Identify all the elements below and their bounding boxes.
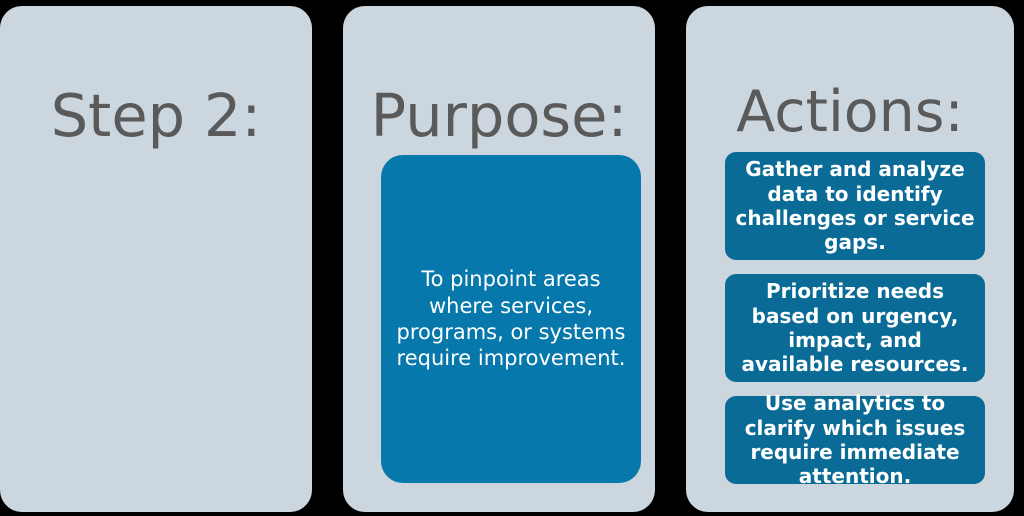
panel-actions: Actions: Gather and analyze data to iden… bbox=[686, 6, 1014, 512]
purpose-card: To pinpoint areas where services, progra… bbox=[381, 155, 641, 483]
action-card-text: Gather and analyze data to identify chal… bbox=[735, 157, 975, 255]
purpose-card-text: To pinpoint areas where services, progra… bbox=[396, 267, 626, 371]
action-card-text: Prioritize needs based on urgency, impac… bbox=[741, 279, 969, 377]
panel-step: Step 2: bbox=[0, 6, 312, 512]
panel-actions-heading: Actions: bbox=[736, 79, 964, 146]
action-card: Gather and analyze data to identify chal… bbox=[725, 152, 985, 260]
action-card-text: Use analytics to clarify which issues re… bbox=[744, 391, 966, 489]
panel-purpose-heading: Purpose: bbox=[370, 80, 628, 150]
panel-purpose: Purpose: To pinpoint areas where service… bbox=[343, 6, 655, 512]
action-card: Use analytics to clarify which issues re… bbox=[725, 391, 985, 488]
panel-step-heading: Step 2: bbox=[50, 80, 262, 150]
action-card: Prioritize needs based on urgency, impac… bbox=[725, 274, 985, 382]
